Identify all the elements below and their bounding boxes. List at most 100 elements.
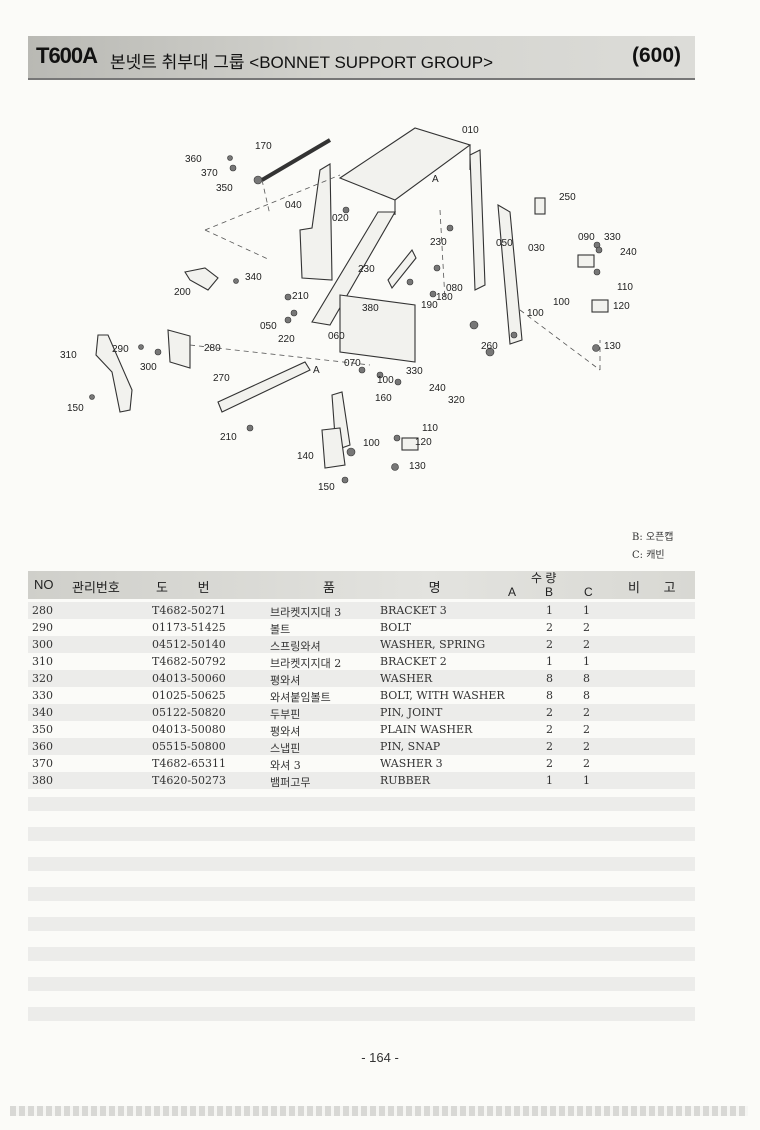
legend-c: C: 캐빈 [632,550,665,561]
svg-text:210: 210 [220,432,237,443]
col-code: 관리번호 [72,580,120,595]
page-number: - 164 - [361,1050,399,1065]
empty-row-stripe [28,917,695,931]
assembly-lines [189,174,601,371]
empty-row-stripe [28,947,695,961]
col-qty: 수 량 [531,571,557,585]
table-header: NO 관리번호 도 번 품 명 수 량 A B C 비 고 [28,571,695,599]
svg-text:270: 270 [213,373,230,384]
right-upright [469,149,486,291]
svg-text:220: 220 [278,334,295,345]
diagram-parts [95,127,609,469]
empty-row-stripe [28,977,695,991]
svg-text:060: 060 [328,331,345,342]
svg-text:040: 040 [285,200,302,211]
svg-text:210: 210 [292,291,309,302]
svg-text:100: 100 [363,438,380,449]
svg-text:050: 050 [260,321,277,332]
svg-text:020: 020 [332,213,349,224]
svg-text:110: 110 [422,423,438,434]
svg-text:100: 100 [527,308,544,319]
svg-text:080: 080 [446,283,463,294]
svg-text:A: A [313,365,320,376]
center-plate [339,294,416,363]
svg-text:230: 230 [358,264,375,275]
svg-text:280: 280 [204,343,221,354]
svg-text:350: 350 [216,183,233,194]
svg-text:330: 330 [604,232,621,243]
svg-text:300: 300 [140,362,157,373]
empty-row-stripe [28,857,695,871]
svg-text:100: 100 [377,375,394,386]
svg-text:370: 370 [201,168,218,179]
svg-text:380: 380 [362,303,379,314]
svg-text:310: 310 [60,350,77,361]
col-drawing: 도 번 [156,580,210,595]
empty-row-stripe [28,887,695,901]
svg-text:130: 130 [604,341,621,352]
group-number: (600) [631,44,681,67]
bracket-200 [184,267,219,291]
svg-text:130: 130 [409,461,426,472]
group-title: 본넷트 취부대 그룹 <BONNET SUPPORT GROUP> [110,53,494,72]
gas-spring [260,138,332,182]
svg-text:150: 150 [318,482,335,493]
col-b: B [545,585,554,599]
svg-text:050: 050 [496,238,513,249]
svg-text:140: 140 [297,451,314,462]
svg-text:340: 340 [245,272,262,283]
diagonal-bar [311,211,396,326]
svg-text:240: 240 [429,383,446,394]
svg-text:110: 110 [617,282,633,293]
svg-text:A: A [432,174,439,185]
col-no: NO [34,577,54,592]
diagram-svg: 010 020 030 040 050 050 060 070 080 090 … [60,125,637,493]
svg-text:250: 250 [559,192,576,203]
svg-text:030: 030 [528,243,545,254]
svg-text:170: 170 [255,141,272,152]
page-header: T600A 본넷트 취부대 그룹 <BONNET SUPPORT GROUP> … [28,36,695,80]
svg-text:200: 200 [174,287,191,298]
right-frame [497,203,523,345]
col-c: C [584,585,593,599]
svg-text:120: 120 [415,437,432,448]
exploded-parts-diagram: 010 020 030 040 050 050 060 070 080 090 … [40,100,700,500]
svg-text:070: 070 [344,358,361,369]
svg-text:230: 230 [430,237,447,248]
model-name: T600A [36,43,98,68]
svg-text:360: 360 [185,154,202,165]
support-bar-270 [217,361,311,413]
col-a: A [508,585,517,599]
bracket-280 [167,329,191,369]
col-name: 품 명 [323,580,441,595]
svg-text:190: 190 [421,300,438,311]
col-remark: 비 고 [628,580,676,595]
bracket-310 [95,334,133,413]
svg-text:180: 180 [436,292,453,303]
svg-text:100: 100 [553,297,570,308]
svg-text:090: 090 [578,232,595,243]
svg-text:150: 150 [67,403,84,414]
empty-row-stripe [28,797,695,811]
empty-row-stripe [28,1007,695,1021]
callout-labels: 010 020 030 040 050 050 060 070 080 090 … [60,125,637,493]
left-frame [299,163,333,281]
bonnet-support-plate [338,127,472,201]
svg-text:320: 320 [448,395,465,406]
svg-text:290: 290 [112,344,129,355]
footer-strip [10,1106,748,1116]
legend-b: B: 오픈캡 [632,532,674,543]
svg-text:010: 010 [462,125,479,136]
